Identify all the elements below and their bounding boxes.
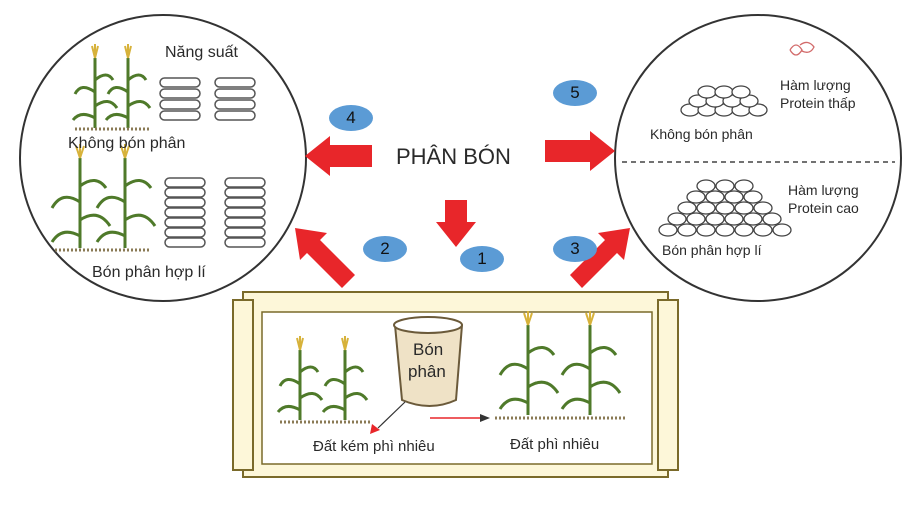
low-protein-line2: Protein thấp [780,95,856,111]
left-no-fertilizer-label: Không bón phân [68,135,186,152]
arrow-3-up-right [570,228,630,288]
yield-label: Năng suất [165,44,238,61]
right-circle [614,14,902,302]
fertile-soil-plants [495,309,625,420]
badge-3: 3 [553,236,597,262]
bag-label-line1: Bón [413,340,444,359]
low-protein-line1: Hàm lượng [780,77,851,93]
badge-4: 4 [329,105,373,131]
fertile-soil-label: Đất phì nhiêu [510,436,600,453]
poor-soil-plants [276,334,370,424]
left-circle [19,14,307,302]
fertilizer-bag [393,316,464,407]
badge-1: 1 [460,246,504,272]
bag-label-line2: phân [408,362,446,381]
bag-arrows [370,401,490,434]
left-proper-fertilizer-label: Bón phân hợp lí [92,264,206,281]
right-proper-fertilizer-label: Bón phân hợp lí [662,242,762,258]
arrow-2-up-left [295,228,355,288]
poor-soil-label: Đất kém phì nhiêu [313,438,435,455]
high-protein-line2: Protein cao [788,200,859,216]
high-protein-line1: Hàm lượng [788,182,859,198]
arrow-5-right [545,131,615,171]
left-plants-small [71,42,152,131]
arrow-1-down [436,200,476,247]
badge-5: 5 [553,80,597,106]
seal-scribble [789,41,815,56]
right-no-fertilizer-label: Không bón phân [650,126,753,142]
arrow-4-left [305,136,372,176]
center-title: PHÂN BÓN [396,144,511,169]
badge-2: 2 [363,236,407,262]
